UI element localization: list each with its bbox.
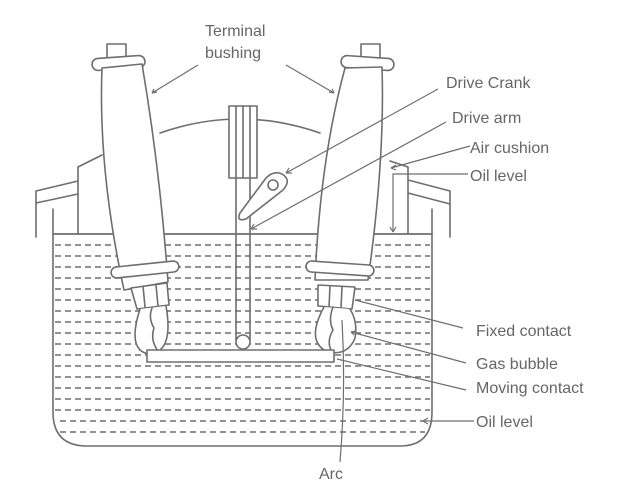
tank-outline (52, 233, 433, 447)
arrowhead (250, 223, 257, 230)
leader-terminal-bushing-right (285, 64, 335, 94)
label-arc: Arc (319, 466, 343, 483)
leader-oil-level-top (392, 173, 468, 232)
left-bushing-body (100, 63, 169, 291)
cover-left-outer (35, 180, 79, 238)
label-gas-bubble: Gas bubble (476, 356, 558, 373)
right-terminal-bushing (305, 43, 395, 354)
arrowhead (285, 167, 292, 174)
label-moving-contact: Moving contact (476, 380, 584, 397)
arrowhead (350, 330, 357, 336)
label-terminal-line1: Terminal (205, 23, 265, 40)
left-fixed-contact-sleeve (130, 282, 170, 310)
left-contact-fingers (142, 284, 159, 308)
leader-arc (339, 319, 345, 463)
arrowhead (151, 88, 158, 94)
label-oil-level-bottom: Oil level (476, 414, 533, 431)
leader-gas-bubble (350, 331, 467, 364)
arrowhead (422, 417, 429, 425)
cover-right-inner (407, 192, 451, 205)
right-bushing-body (314, 66, 384, 281)
label-terminal-line2: bushing (205, 45, 261, 62)
label-drive-crank: Drive Crank (446, 75, 531, 92)
arrowhead (328, 88, 335, 94)
cover-left-wall (77, 154, 103, 235)
drive-rod-end (235, 334, 251, 350)
leader-drive-arm (250, 121, 447, 230)
right-bushing-lower-flange (305, 260, 375, 277)
cover-right-wall (389, 160, 409, 235)
labels: Terminal bushing Drive Crank Drive arm A… (205, 23, 584, 483)
leader-lines (151, 64, 474, 463)
leader-fixed-contact (354, 299, 464, 329)
right-gas-bubble (314, 306, 357, 354)
oil-tank (52, 233, 433, 447)
label-oil-level-top: Oil level (470, 168, 527, 185)
leader-air-cushion (390, 145, 471, 169)
leader-terminal-bushing-left (151, 64, 199, 94)
left-gas-bubble (134, 305, 169, 355)
right-arc-inner (328, 306, 334, 353)
drive-handle-ribs (235, 105, 251, 179)
arrowhead (390, 164, 397, 171)
moving-contact-bar (146, 349, 335, 363)
leader-drive-crank (285, 88, 439, 174)
arrowhead (389, 226, 397, 233)
cover-right-outer (407, 179, 451, 238)
left-arc (149, 307, 159, 352)
drive-mechanism (146, 105, 335, 363)
right-contact-fingers (328, 285, 343, 309)
left-terminal-bushing (91, 43, 180, 355)
label-air-cushion: Air cushion (470, 140, 549, 157)
leader-moving-contact (336, 358, 467, 391)
label-fixed-contact: Fixed contact (476, 323, 572, 340)
right-fixed-contact-sleeve (317, 284, 356, 310)
left-bushing-lower-flange (110, 260, 180, 279)
drive-crank-pivot (267, 179, 279, 191)
label-drive-arm: Drive arm (452, 110, 521, 127)
cover-left-inner (35, 193, 79, 204)
